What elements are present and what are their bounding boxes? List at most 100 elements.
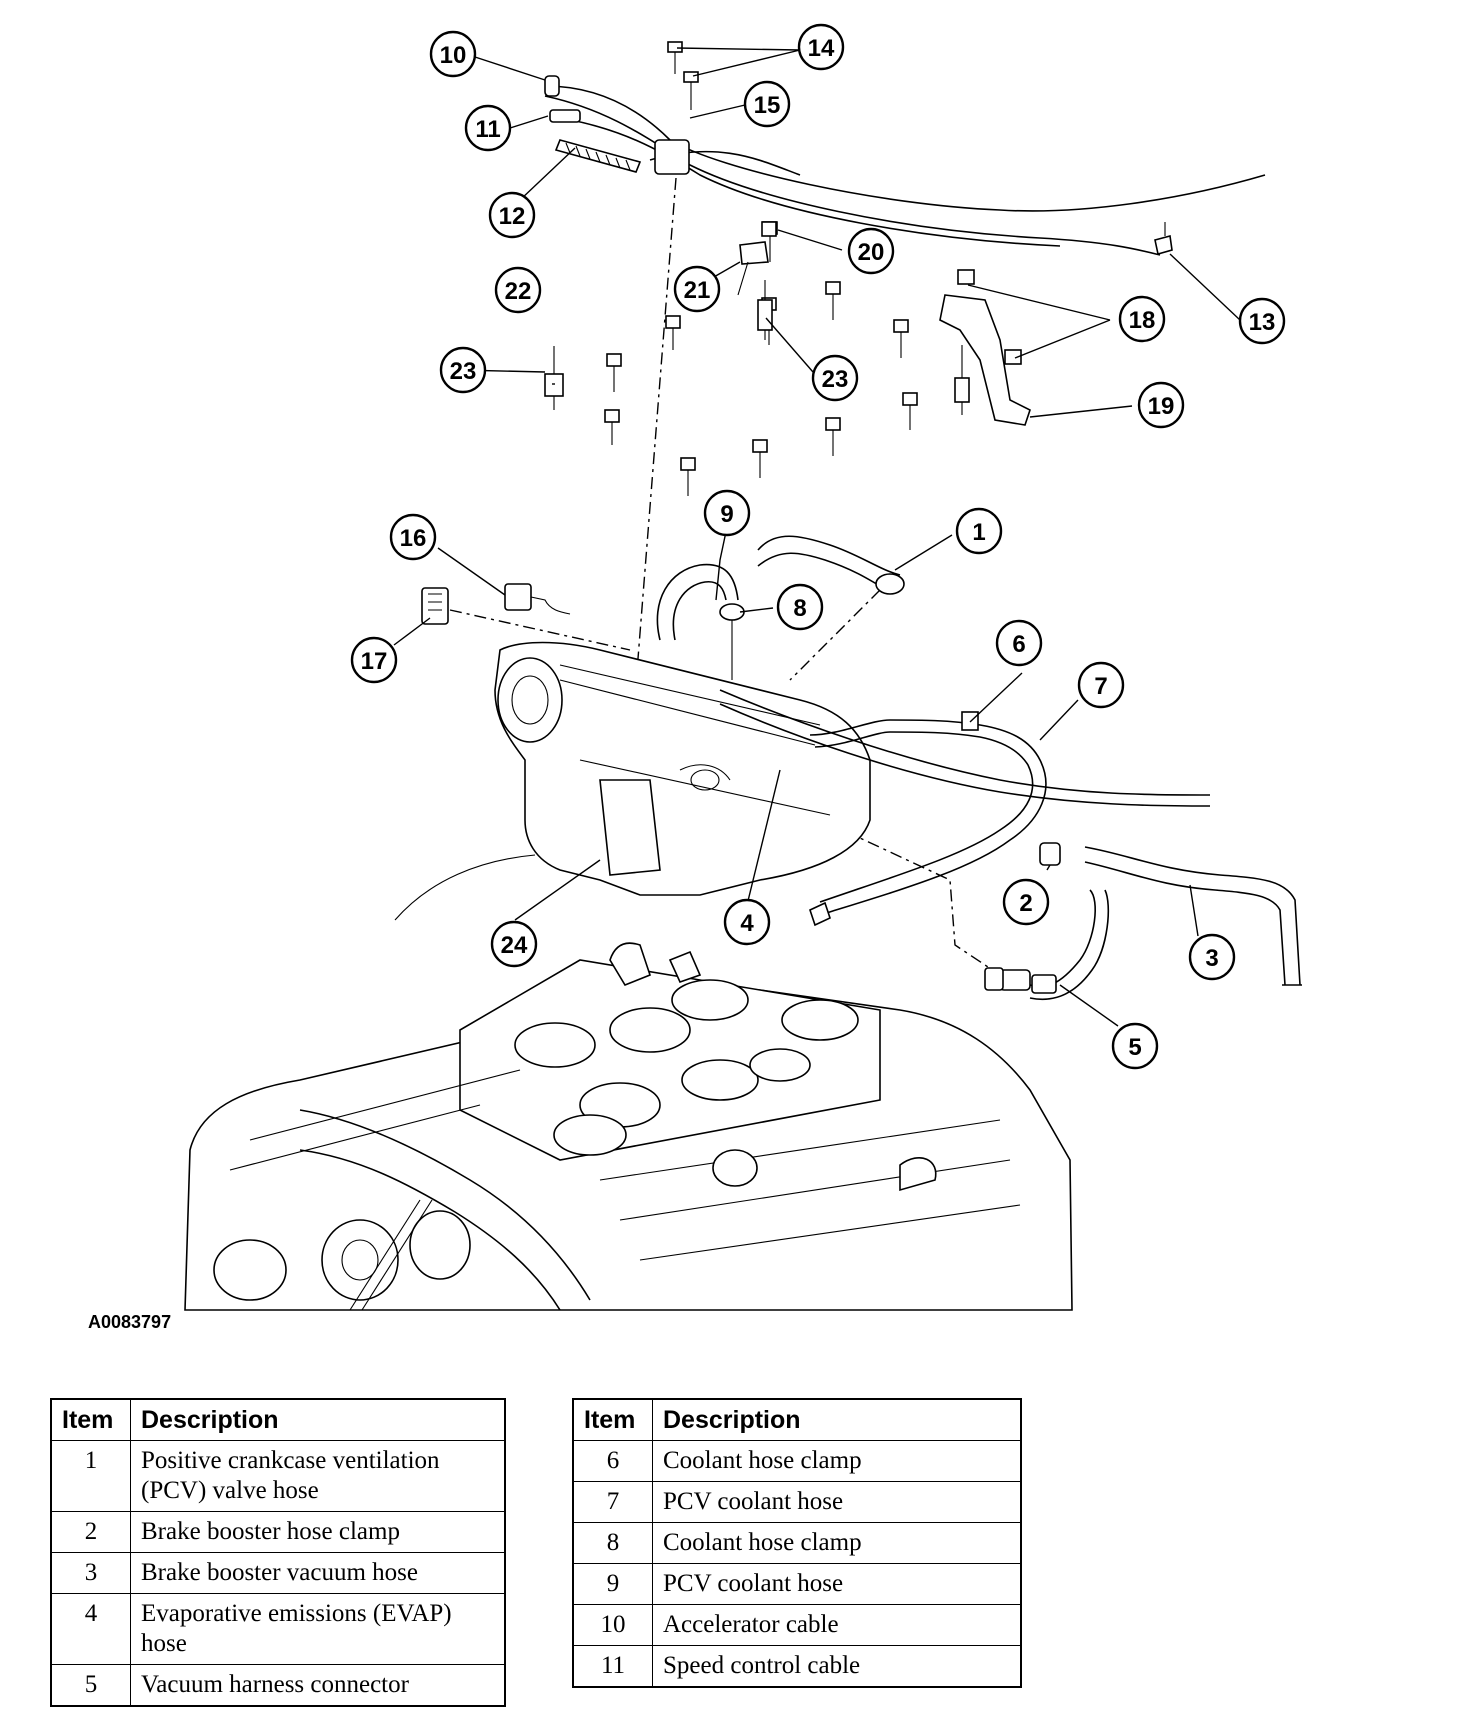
- item-description: Coolant hose clamp: [652, 1522, 1022, 1564]
- callout-7: 7: [1077, 661, 1125, 709]
- callout-20: 20: [847, 227, 895, 275]
- brake-booster-hoses: [984, 842, 1302, 1001]
- svg-text:15: 15: [754, 92, 781, 119]
- legend-header-row: Item Description: [50, 1398, 506, 1441]
- exploded-engine-diagram: 1 2 3 4 5 6 7 8 9 10 11 12 13 14 15 16 1…: [184, 23, 1302, 1311]
- item-description: Brake booster vacuum hose: [130, 1552, 506, 1594]
- header-description: Description: [130, 1398, 506, 1441]
- svg-text:13: 13: [1249, 309, 1276, 336]
- svg-text:4: 4: [740, 910, 754, 937]
- svg-text:11: 11: [475, 116, 500, 143]
- item-number: 6: [572, 1440, 653, 1482]
- svg-text:6: 6: [1012, 631, 1025, 658]
- svg-text:23: 23: [450, 358, 477, 385]
- lower-engine: [184, 942, 1073, 1311]
- svg-text:22: 22: [505, 278, 532, 305]
- svg-text:18: 18: [1129, 307, 1156, 334]
- svg-text:10: 10: [440, 42, 467, 69]
- item-number: 9: [572, 1563, 653, 1605]
- svg-text:16: 16: [400, 525, 427, 552]
- callout-10: 10: [429, 30, 477, 78]
- upper-intake-manifold: [394, 641, 871, 921]
- item-number: 1: [50, 1440, 131, 1512]
- callout-1: 1: [955, 507, 1003, 555]
- item-number: 8: [572, 1522, 653, 1564]
- callout-16: 16: [389, 513, 437, 561]
- callout-23-center: 23: [811, 354, 859, 402]
- evap-coolant-hoses: [719, 689, 1211, 927]
- callout-3: 3: [1188, 933, 1236, 981]
- item-description: PCV coolant hose: [652, 1481, 1022, 1523]
- callout-17: 17: [350, 636, 398, 684]
- callout-22: 22: [494, 266, 542, 314]
- callout-2: 2: [1002, 878, 1050, 926]
- svg-text:12: 12: [499, 203, 526, 230]
- svg-text:14: 14: [808, 35, 835, 62]
- svg-text:20: 20: [858, 239, 885, 266]
- callout-5: 5: [1111, 1022, 1159, 1070]
- callout-9: 9: [703, 489, 751, 537]
- item-number: 7: [572, 1481, 653, 1523]
- svg-text:21: 21: [684, 277, 711, 304]
- svg-text:8: 8: [793, 595, 806, 622]
- item-description: PCV coolant hose: [652, 1563, 1022, 1605]
- item-number: 5: [50, 1664, 131, 1707]
- item-description: Brake booster hose clamp: [130, 1511, 506, 1553]
- header-description: Description: [652, 1398, 1022, 1441]
- svg-text:17: 17: [361, 648, 388, 675]
- callout-24: 24: [490, 920, 538, 968]
- callout-15: 15: [743, 80, 791, 128]
- callout-6: 6: [995, 619, 1043, 667]
- svg-text:3: 3: [1205, 945, 1218, 972]
- brackets: [737, 221, 1031, 426]
- callout-4: 4: [723, 898, 771, 946]
- callout-8: 8: [776, 583, 824, 631]
- svg-text:9: 9: [720, 501, 733, 528]
- callout-23-left: 23: [439, 346, 487, 394]
- header-item: Item: [572, 1398, 653, 1441]
- svg-text:24: 24: [501, 932, 528, 959]
- item-number: 3: [50, 1552, 131, 1594]
- item-description: Positive crankcase ventilation (PCV) val…: [130, 1440, 506, 1512]
- callout-19: 19: [1137, 381, 1185, 429]
- callout-21: 21: [673, 265, 721, 313]
- svg-text:5: 5: [1128, 1034, 1141, 1061]
- item-description: Speed control cable: [652, 1645, 1022, 1688]
- bolts: [544, 41, 970, 496]
- svg-text:23: 23: [822, 366, 849, 393]
- svg-text:19: 19: [1148, 393, 1175, 420]
- callout-11: 11: [464, 104, 512, 152]
- figure-id: A0083797: [88, 1312, 172, 1332]
- cables: [544, 75, 1266, 256]
- item-number: 2: [50, 1511, 131, 1553]
- svg-text:1: 1: [972, 519, 985, 546]
- legend-header-row: Item Description: [572, 1398, 1022, 1441]
- item-description: Coolant hose clamp: [652, 1440, 1022, 1482]
- item-description: Accelerator cable: [652, 1604, 1022, 1646]
- callout-14: 14: [797, 23, 845, 71]
- callout-12: 12: [488, 191, 536, 239]
- item-number: 10: [572, 1604, 653, 1646]
- callout-18: 18: [1118, 295, 1166, 343]
- callouts: 1 2 3 4 5 6 7 8 9 10 11 12 13 14 15 16 1…: [350, 23, 1286, 1070]
- header-item: Item: [50, 1398, 131, 1441]
- item-number: 4: [50, 1593, 131, 1665]
- connectors: [421, 583, 571, 625]
- item-number: 11: [572, 1645, 653, 1688]
- svg-text:7: 7: [1094, 673, 1107, 700]
- svg-text:2: 2: [1019, 890, 1032, 917]
- callout-13: 13: [1238, 297, 1286, 345]
